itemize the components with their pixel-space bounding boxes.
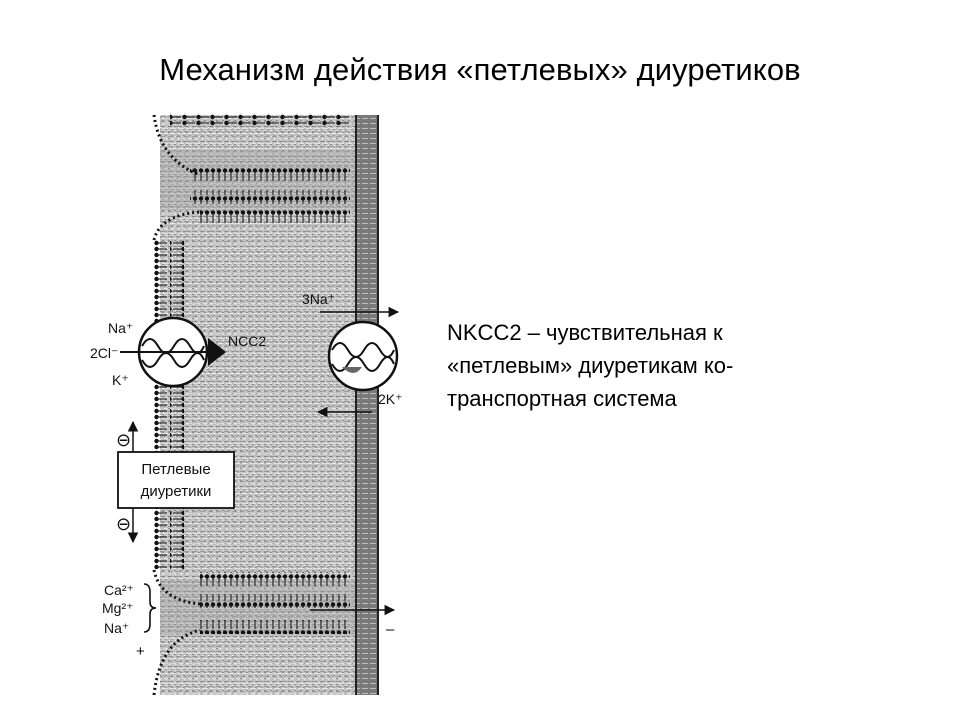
cation-brace [143,583,157,633]
k-basolateral-label: 2K⁺ [378,391,403,407]
lateral-membranes [170,113,350,634]
inhibit-top-icon: ⊖ [116,430,131,450]
ca-label: Ca²⁺ [104,582,134,598]
na-k-atpase-pump [327,320,399,392]
drug-box-line1: Петлевые [141,461,210,478]
basolateral-membrane [355,115,379,695]
slide-title: Механизм действия «петлевых» диуретиков [159,52,801,87]
plus-sign: + [136,643,145,660]
mg-label: Mg²⁺ [102,600,134,616]
nkcc2-transporter [120,316,226,388]
cl-apical-label: 2Cl⁻ [90,345,118,361]
k-apical-label: K⁺ [112,372,129,388]
na-para-label: Na⁺ [104,620,129,636]
minus-sign: – [386,621,395,638]
na-basolateral-label: 3Na⁺ [302,291,335,307]
drug-box-line2: диуретики [141,483,212,500]
nkcc2-description: NKCC2 – чувствительная к «петлевым» диур… [447,316,807,415]
description-line-3: транспортная система [447,386,677,411]
inhibit-bottom-icon: ⊖ [116,514,131,534]
description-line-1: NKCC2 – чувствительная к [447,320,723,345]
ion-labels: Na⁺ 2Cl⁻ K⁺ NCC2 3Na⁺ 2K⁺ ⊖ ⊖ Ca²⁺ Mg²⁺ … [90,291,403,660]
ion-flux-arrows [127,306,400,616]
description-line-2: «петлевым» диуретикам ко- [447,353,734,378]
loop-diuretics-box: Петлевые диуретики [117,451,235,509]
nkcc2-label: NCC2 [228,333,266,349]
na-apical-label: Na⁺ [108,320,133,336]
